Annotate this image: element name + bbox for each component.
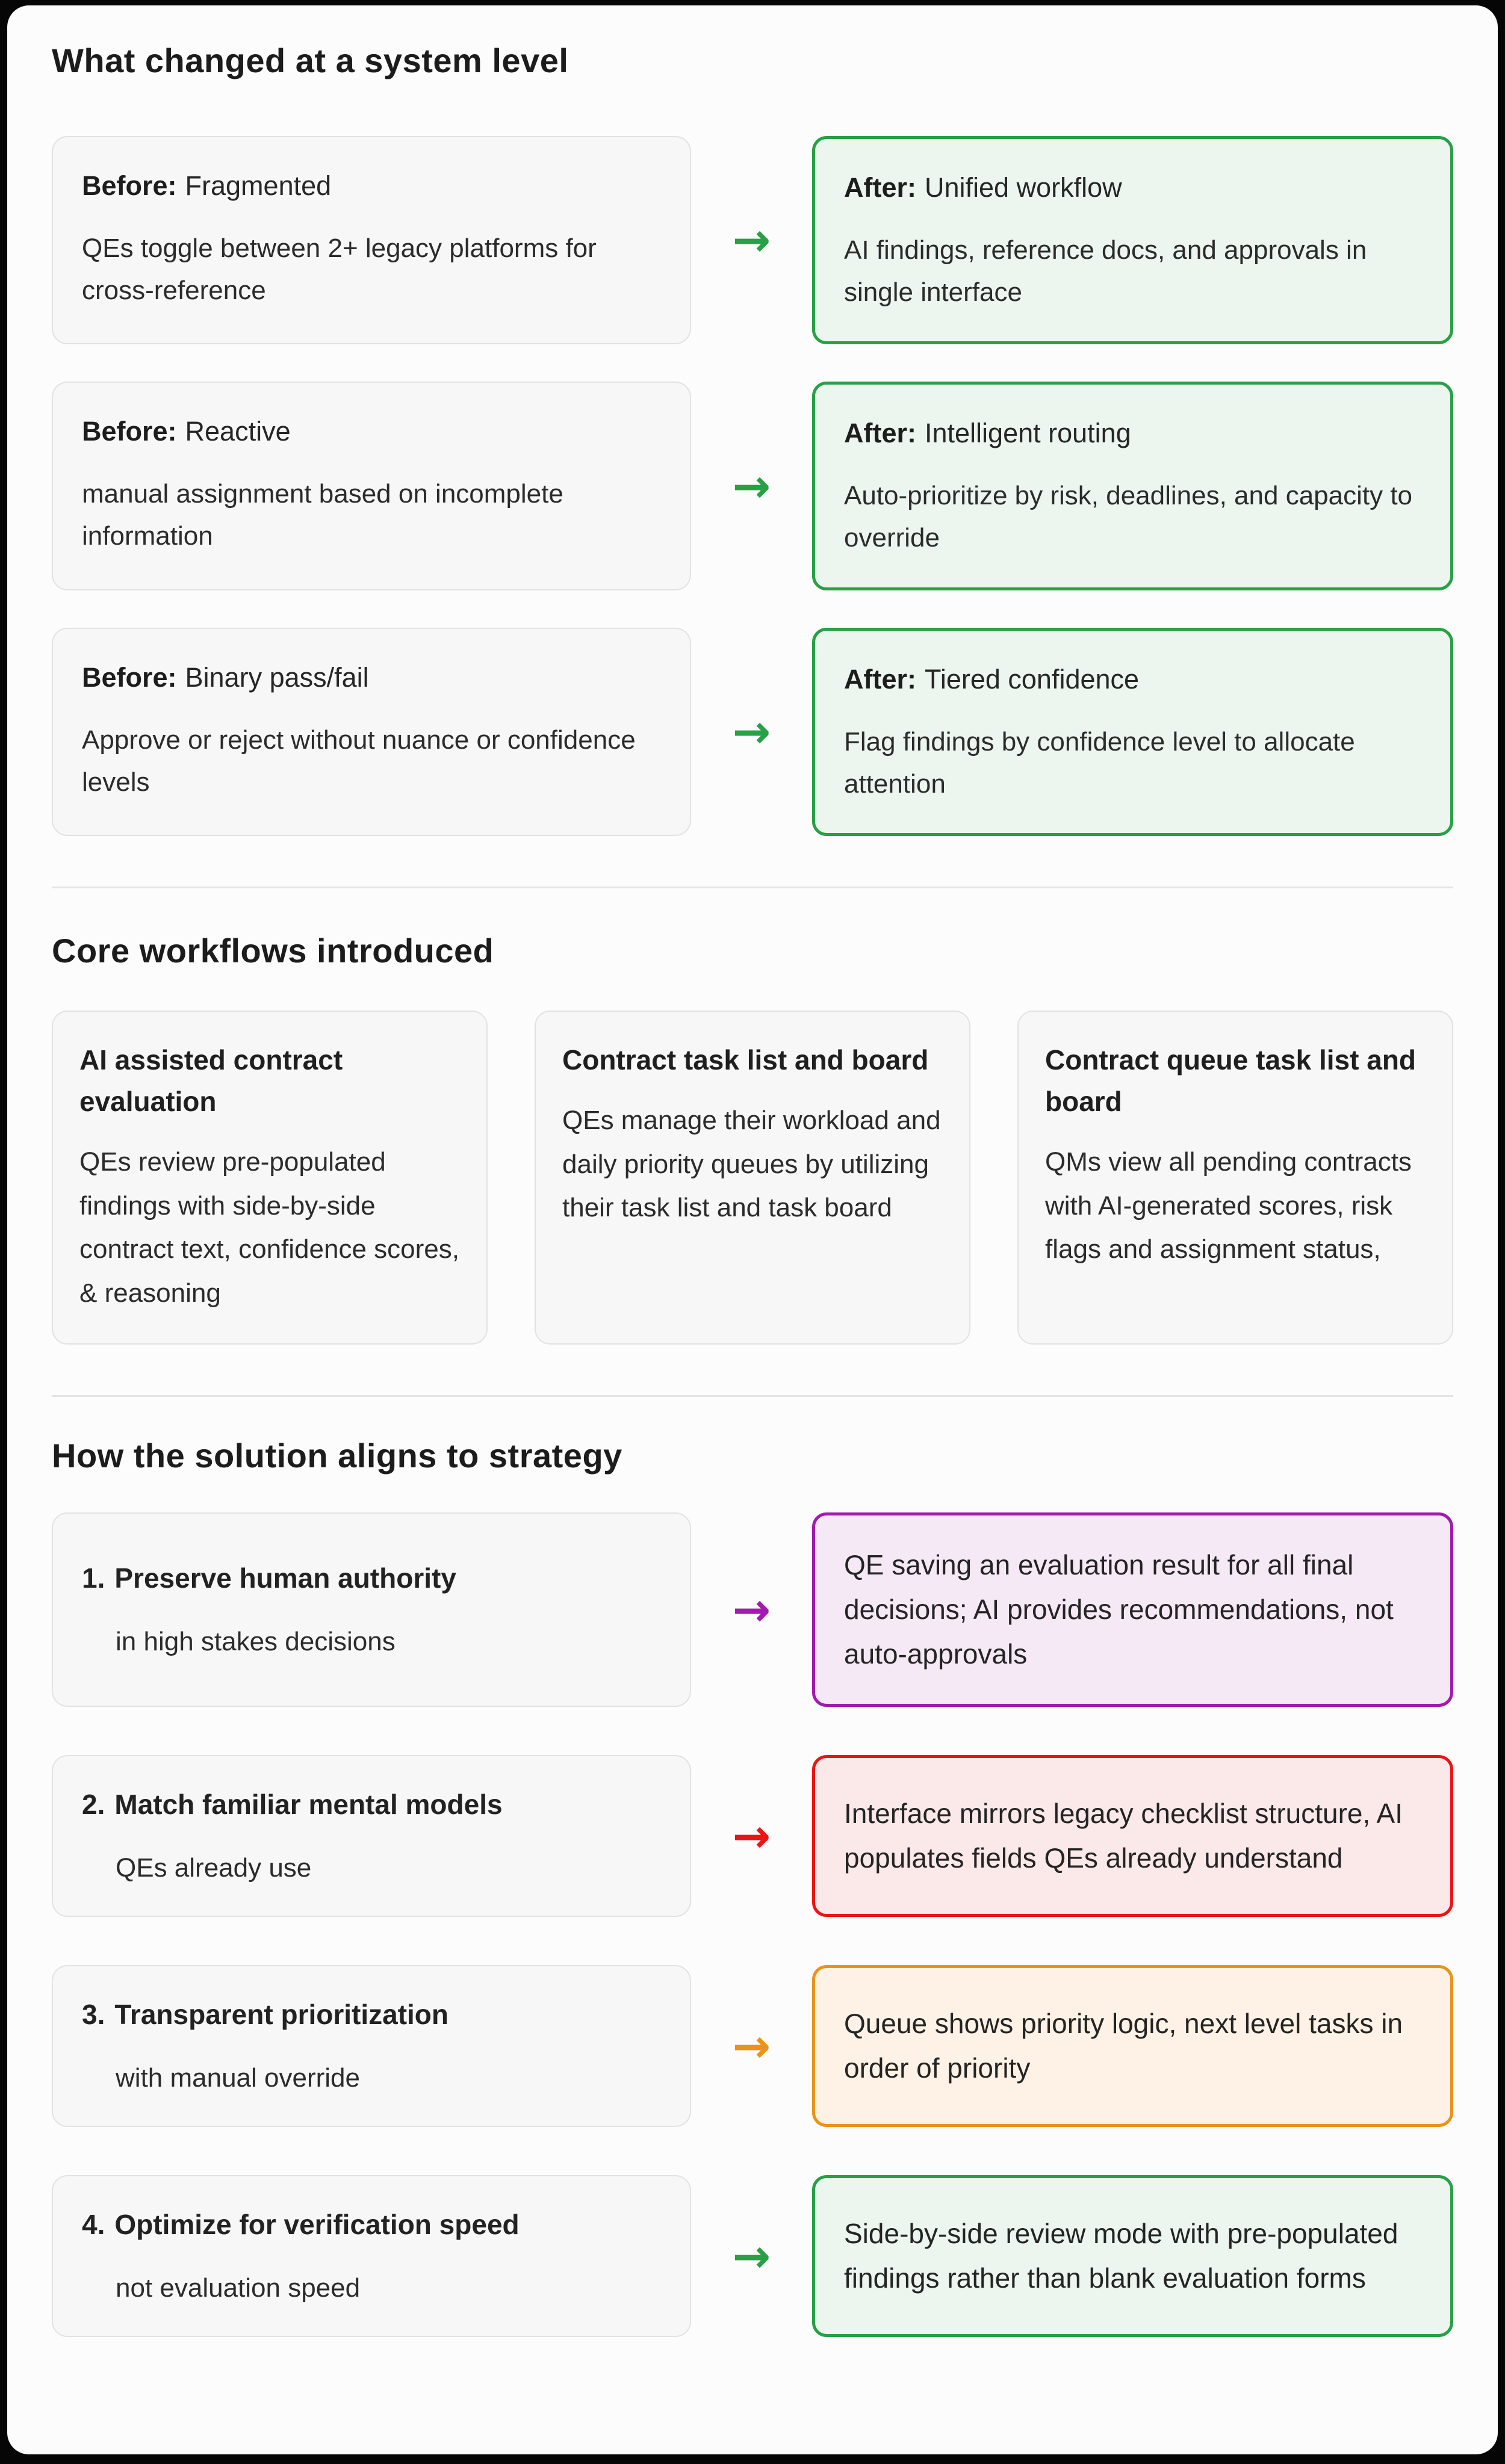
after-description: Flag findings by confidence level to all… <box>844 726 1355 799</box>
strategy-principle-text: Optimize for verification speed <box>114 2209 520 2241</box>
before-label: Before: <box>82 661 177 693</box>
strategy-row-list: 1. Preserve human authority in high stake… <box>52 1512 1453 2338</box>
before-label: Before: <box>82 170 177 201</box>
after-name: Tiered confidence <box>925 663 1140 695</box>
strategy-principle-card: 2. Match familiar mental models QEs alrea… <box>52 1755 691 1918</box>
arrow-right-icon: → <box>732 1582 771 1636</box>
workflow-card-body: QEs review pre-populated findings with s… <box>79 1147 459 1308</box>
workflow-card-list: AI assisted contract evaluation QEs revi… <box>52 1011 1453 1345</box>
strategy-principle-text: Preserve human authority <box>114 1562 456 1594</box>
strategy-detail: in high stakes decisions <box>116 1627 396 1657</box>
strategy-outcome: QE saving an evaluation result for all f… <box>844 1549 1394 1670</box>
workflow-card-title: Contract task list and board <box>562 1044 929 1076</box>
strategy-outcome: Queue shows priority logic, next level t… <box>844 2008 1403 2084</box>
before-label: Before: <box>82 416 177 447</box>
workflow-card: AI assisted contract evaluation QEs revi… <box>52 1011 488 1345</box>
before-heading: Before:Binary pass/fail <box>82 657 661 699</box>
before-card: Before:Binary pass/fail Approve or rejec… <box>52 627 691 837</box>
after-card: After: Tiered confidence Flag findings by… <box>812 627 1453 837</box>
after-heading: After: Unified workflow <box>844 167 1421 209</box>
before-name: Fragmented <box>185 170 332 201</box>
strategy-number: 2. <box>82 1789 105 1821</box>
strategy-principle-card: 3. Transparent prioritization with manual… <box>52 1965 691 2128</box>
strategy-number: 4. <box>82 2209 105 2241</box>
after-name: Intelligent routing <box>925 418 1131 449</box>
strategy-principle: 1. Preserve human authority <box>82 1558 661 1599</box>
strategy-principle-text: Transparent prioritization <box>114 1999 449 2031</box>
before-description: QEs toggle between 2+ legacy platforms f… <box>82 233 597 305</box>
strategy-outcome: Side-by-side review mode with pre-popula… <box>844 2218 1398 2294</box>
before-description: Approve or reject without nuance or conf… <box>82 725 636 797</box>
before-after-list: Before: Fragmented QEs toggle between 2+ … <box>52 135 1453 837</box>
strategy-principle: 2. Match familiar mental models <box>82 1784 661 1825</box>
after-heading: After: Tiered confidence <box>844 658 1421 701</box>
workflow-card-body: QMs view all pending contracts with AI-g… <box>1045 1147 1412 1265</box>
before-description: manual assignment based on incomplete in… <box>82 479 563 551</box>
strategy-outcome-card: QE saving an evaluation result for all f… <box>812 1512 1453 1707</box>
section-title-system-changes: What changed at a system level <box>52 42 569 79</box>
strategy-principle-card: 4. Optimize for verification speed not ev… <box>52 2175 691 2338</box>
strategy-row: 4. Optimize for verification speed not ev… <box>52 2175 1453 2338</box>
after-label: After: <box>844 418 916 449</box>
after-card: After: Intelligent routing Auto-prioritiz… <box>812 382 1453 590</box>
after-description: AI findings, reference docs, and approva… <box>844 235 1367 307</box>
section-title-strategy-alignment: How the solution aligns to strategy <box>52 1436 622 1475</box>
arrow-right-icon: → <box>732 2019 771 2073</box>
after-label: After: <box>844 663 916 695</box>
after-name: Unified workflow <box>925 172 1122 203</box>
strategy-outcome-card: Interface mirrors legacy checklist struc… <box>812 1755 1453 1918</box>
strategy-number: 1. <box>82 1562 105 1594</box>
workflow-card: Contract task list and board QEs manage … <box>535 1011 970 1345</box>
strategy-principle: 3. Transparent prioritization <box>82 1994 661 2035</box>
before-name: Reactive <box>185 416 291 447</box>
workflow-card-title: AI assisted contract evaluation <box>79 1044 343 1118</box>
section-title-core-workflows: Core workflows introduced <box>52 932 494 970</box>
workflow-card-title: Contract queue task list and board <box>1045 1044 1417 1118</box>
strategy-outcome-card: Queue shows priority logic, next level t… <box>812 1965 1453 2128</box>
after-heading: After: Intelligent routing <box>844 412 1421 454</box>
strategy-row: 1. Preserve human authority in high stake… <box>52 1512 1453 1707</box>
workflow-card: Contract queue task list and board QMs v… <box>1017 1011 1453 1345</box>
before-after-row: Before:Binary pass/fail Approve or rejec… <box>52 627 1453 837</box>
arrow-right-icon: → <box>732 213 771 267</box>
after-card: After: Unified workflow AI findings, refe… <box>812 135 1453 345</box>
strategy-outcome-card: Side-by-side review mode with pre-popula… <box>812 2175 1453 2338</box>
arrow-right-icon: → <box>732 705 771 759</box>
section-divider <box>52 887 1453 889</box>
workflow-card-body: QEs manage their workload and daily prio… <box>562 1106 941 1223</box>
arrow-right-icon: → <box>732 1809 771 1863</box>
section-divider <box>52 1395 1453 1397</box>
arrow-right-icon: → <box>732 459 771 513</box>
strategy-outcome: Interface mirrors legacy checklist struc… <box>844 1798 1403 1874</box>
strategy-detail: with manual override <box>116 2063 360 2093</box>
strategy-principle: 4. Optimize for verification speed <box>82 2204 661 2246</box>
document-card: What changed at a system level Before: Fr… <box>7 5 1498 2454</box>
before-card: Before: Fragmented QEs toggle between 2+ … <box>52 135 691 345</box>
before-heading: Before: Fragmented <box>82 165 661 207</box>
strategy-number: 3. <box>82 1999 105 2031</box>
strategy-principle-card: 1. Preserve human authority in high stake… <box>52 1512 691 1707</box>
strategy-row: 2. Match familiar mental models QEs alrea… <box>52 1755 1453 1918</box>
before-after-row: Before: Reactive manual assignment based … <box>52 382 1453 590</box>
strategy-detail: QEs already use <box>116 1853 312 1883</box>
after-description: Auto-prioritize by risk, deadlines, and … <box>844 481 1413 553</box>
strategy-detail: not evaluation speed <box>116 2273 361 2303</box>
before-after-row: Before: Fragmented QEs toggle between 2+ … <box>52 135 1453 345</box>
strategy-principle-text: Match familiar mental models <box>114 1789 503 1821</box>
before-card: Before: Reactive manual assignment based … <box>52 382 691 590</box>
after-label: After: <box>844 172 916 203</box>
document-content: What changed at a system level Before: Fr… <box>7 5 1498 2338</box>
arrow-right-icon: → <box>732 2229 771 2283</box>
before-name: Binary pass/fail <box>185 661 369 693</box>
strategy-row: 3. Transparent prioritization with manual… <box>52 1965 1453 2128</box>
before-heading: Before: Reactive <box>82 410 661 453</box>
